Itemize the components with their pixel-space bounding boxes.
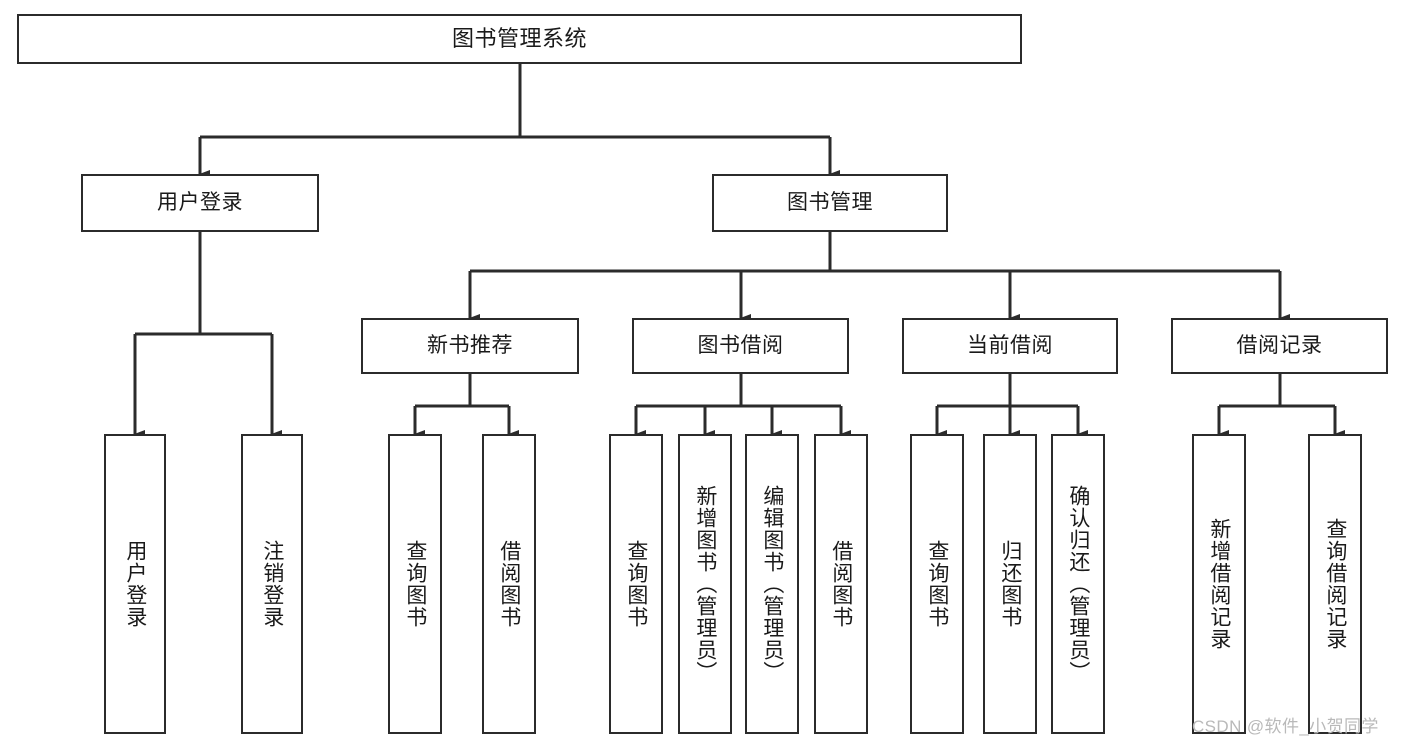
node-leaf-query-book-2[interactable]: 查询图书 bbox=[609, 434, 663, 734]
node-label-leaf-user-login: 用户登录 bbox=[123, 540, 147, 628]
node-leaf-user-login[interactable]: 用户登录 bbox=[104, 434, 166, 734]
node-label-borrow-record: 借阅记录 bbox=[1236, 333, 1323, 357]
node-leaf-user-logout[interactable]: 注销登录 bbox=[241, 434, 303, 734]
node-leaf-return-book[interactable]: 归还图书 bbox=[983, 434, 1037, 734]
node-leaf-add-book[interactable]: 新增图书（管理员） bbox=[678, 434, 732, 734]
node-leaf-query-record[interactable]: 查询借阅记录 bbox=[1308, 434, 1362, 734]
node-label-leaf-add-record: 新增借阅记录 bbox=[1207, 518, 1231, 650]
node-label-book-manage: 图书管理 bbox=[787, 190, 873, 214]
node-leaf-query-book-3[interactable]: 查询图书 bbox=[910, 434, 964, 734]
node-label-leaf-add-book: 新增图书（管理员） bbox=[693, 485, 717, 683]
node-label-leaf-borrow-book-2: 借阅图书 bbox=[829, 540, 853, 628]
node-root[interactable]: 图书管理系统 bbox=[17, 14, 1022, 64]
node-label-leaf-query-book-1: 查询图书 bbox=[403, 540, 427, 628]
node-label-leaf-borrow-book-1: 借阅图书 bbox=[497, 540, 521, 628]
node-label-new-book-rec: 新书推荐 bbox=[427, 333, 513, 357]
node-leaf-query-book-1[interactable]: 查询图书 bbox=[388, 434, 442, 734]
node-label-leaf-query-record: 查询借阅记录 bbox=[1323, 518, 1347, 650]
node-leaf-borrow-book-1[interactable]: 借阅图书 bbox=[482, 434, 536, 734]
node-borrow-record[interactable]: 借阅记录 bbox=[1171, 318, 1388, 374]
node-label-leaf-user-logout: 注销登录 bbox=[260, 540, 284, 628]
watermark-text: CSDN @软件_小贺同学 bbox=[1192, 717, 1379, 736]
node-leaf-borrow-book-2[interactable]: 借阅图书 bbox=[814, 434, 868, 734]
node-label-leaf-return-book: 归还图书 bbox=[998, 540, 1022, 628]
node-leaf-edit-book[interactable]: 编辑图书（管理员） bbox=[745, 434, 799, 734]
node-label-root: 图书管理系统 bbox=[451, 26, 587, 52]
node-label-leaf-query-book-3: 查询图书 bbox=[925, 540, 949, 628]
node-book-manage[interactable]: 图书管理 bbox=[712, 174, 948, 232]
node-new-book-rec[interactable]: 新书推荐 bbox=[361, 318, 579, 374]
node-label-leaf-query-book-2: 查询图书 bbox=[624, 540, 648, 628]
node-leaf-add-record[interactable]: 新增借阅记录 bbox=[1192, 434, 1246, 734]
node-book-borrow[interactable]: 图书借阅 bbox=[632, 318, 849, 374]
node-user-login[interactable]: 用户登录 bbox=[81, 174, 319, 232]
node-label-user-login: 用户登录 bbox=[157, 190, 243, 214]
node-label-leaf-confirm-return: 确认归还（管理员） bbox=[1066, 485, 1090, 683]
node-label-leaf-edit-book: 编辑图书（管理员） bbox=[760, 485, 784, 683]
node-label-book-borrow: 图书借阅 bbox=[697, 333, 784, 357]
node-leaf-confirm-return[interactable]: 确认归还（管理员） bbox=[1051, 434, 1105, 734]
node-label-current-borrow: 当前借阅 bbox=[967, 333, 1053, 357]
node-current-borrow[interactable]: 当前借阅 bbox=[902, 318, 1118, 374]
